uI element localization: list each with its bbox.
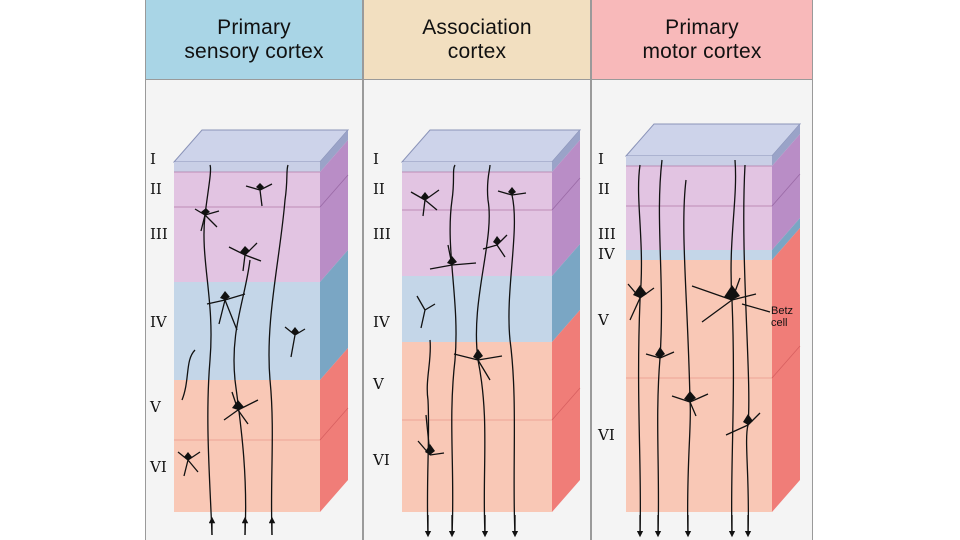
- top-face: [172, 129, 350, 163]
- layer-II-front: [402, 172, 552, 210]
- motor-cortex-block: [624, 123, 802, 538]
- layer-label-III: III: [150, 225, 168, 243]
- layer-II-III-side: [320, 140, 348, 282]
- layer-IV-front: [626, 250, 772, 260]
- layer-I-side: [772, 124, 800, 166]
- layer-I-front: [626, 156, 772, 166]
- layer-label-IV: IV: [150, 313, 167, 331]
- layer-IV-side: [552, 244, 580, 342]
- layer-IV-side: [320, 250, 348, 380]
- betz-cell-label: Betz cell: [771, 305, 793, 329]
- layer-III-front: [402, 210, 552, 276]
- layer-V-VI-side: [552, 310, 580, 512]
- top-face: [400, 129, 582, 163]
- sensory-cortex-block: [172, 129, 350, 536]
- layer-II-front: [174, 172, 320, 207]
- layer-label-IV: IV: [373, 313, 390, 331]
- layer-III-front: [174, 207, 320, 282]
- layer-I-side: [320, 130, 348, 172]
- layer-III-front: [626, 206, 772, 250]
- layer-II-front: [626, 166, 772, 206]
- betz-cell-label-line2: cell: [771, 317, 788, 329]
- layer-IV-side: [772, 218, 800, 260]
- layer-I-front: [174, 162, 320, 172]
- layer-label-V: V: [373, 375, 384, 393]
- layer-label-III: III: [373, 225, 391, 243]
- layer-label-IV: IV: [598, 245, 615, 263]
- panel-title-line1: Primary: [665, 15, 739, 39]
- layer-I-front: [402, 162, 552, 172]
- layer-label-V: V: [598, 311, 609, 329]
- layer-V-VI-side: [320, 348, 348, 512]
- layer-II-III-side: [772, 134, 800, 250]
- layer-VI-front: [174, 440, 320, 512]
- panel-header: Primary sensory cortex: [146, 0, 362, 80]
- layer-label-II: II: [373, 180, 385, 198]
- panel-title-line2: motor cortex: [642, 39, 762, 63]
- layer-V-VI-side: [772, 228, 800, 512]
- panel-title-line2: sensory cortex: [184, 39, 324, 63]
- panel-title-line1: Association: [422, 15, 532, 39]
- layer-label-I: I: [150, 150, 156, 168]
- layer-I-side: [552, 130, 580, 172]
- panel-title-line1: Primary: [217, 15, 291, 39]
- layer-label-III: III: [598, 225, 616, 243]
- layer-label-I: I: [598, 150, 604, 168]
- layer-label-VI: VI: [150, 458, 167, 476]
- association-cortex-block: [400, 129, 582, 538]
- layer-V-front: [626, 260, 772, 378]
- panel-header: Primary motor cortex: [592, 0, 812, 80]
- layer-label-V: V: [150, 398, 161, 416]
- layer-label-VI: VI: [373, 451, 390, 469]
- layer-label-I: I: [373, 150, 379, 168]
- panel-title-line2: cortex: [447, 39, 507, 63]
- layer-V-front: [174, 380, 320, 440]
- layer-II-III-side: [552, 140, 580, 276]
- layer-label-II: II: [598, 180, 610, 198]
- top-face: [624, 123, 802, 157]
- layer-label-VI: VI: [598, 426, 615, 444]
- layer-VI-front: [402, 420, 552, 512]
- betz-cell-label-line1: Betz: [771, 305, 794, 317]
- layer-label-II: II: [150, 180, 162, 198]
- panel-header: Association cortex: [364, 0, 590, 80]
